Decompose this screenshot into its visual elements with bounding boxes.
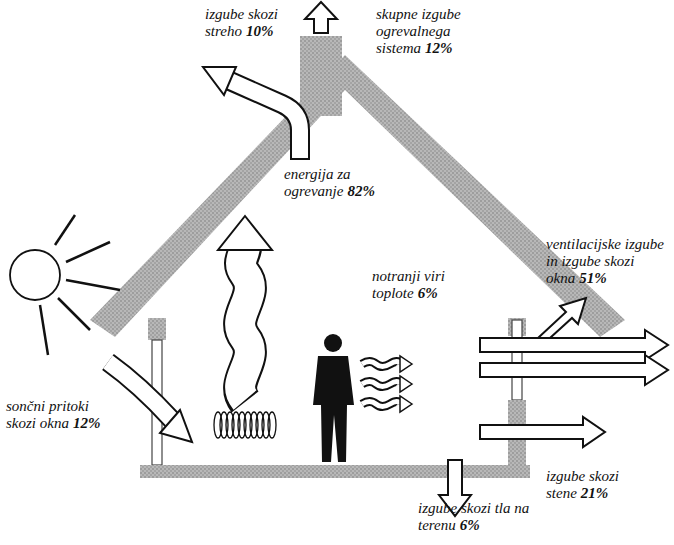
internal-heat-arrows <box>362 356 412 412</box>
ventilation-loss-label: ventilacijske izgube in izgube skozi okn… <box>546 236 670 287</box>
heating-energy-arrow <box>218 216 272 402</box>
roof-loss-label: izgube skozi streho10% <box>205 6 305 40</box>
ventilation-loss-arrows <box>480 298 668 385</box>
solar-gain-arrow <box>108 362 192 442</box>
heating-system-loss-label: skupne izgube ogrevalnega sistema12% <box>376 6 488 57</box>
roof <box>90 55 625 337</box>
roof-loss-arrow <box>203 67 300 160</box>
heater-coil <box>214 412 276 438</box>
percent-value: 82% <box>347 183 375 199</box>
floor-slab <box>140 465 530 478</box>
wall-loss-label: izgube skozi stene21% <box>546 468 656 502</box>
percent-value: 12% <box>425 40 453 56</box>
percent-value: 12% <box>73 415 101 431</box>
ground-loss-label: izgube skozi tla na terenu6% <box>418 500 538 534</box>
percent-value: 10% <box>246 23 274 39</box>
heating-energy-label: energija za ogrevanje82% <box>284 166 394 200</box>
percent-value: 6% <box>460 517 480 533</box>
flue-loss-arrow <box>305 2 337 33</box>
percent-value: 6% <box>418 285 438 301</box>
label-text: energija za ogrevanje <box>284 166 351 199</box>
internal-gains-label: notranji viri toplote6% <box>372 268 482 302</box>
percent-value: 51% <box>579 270 607 286</box>
sun <box>10 215 120 355</box>
right-window <box>512 320 522 400</box>
person <box>313 334 354 462</box>
wall-loss-arrow <box>480 417 605 447</box>
percent-value: 21% <box>581 485 609 501</box>
left-wall <box>148 318 166 340</box>
solar-gain-label: sončni pritoki skozi okna12% <box>6 398 116 432</box>
